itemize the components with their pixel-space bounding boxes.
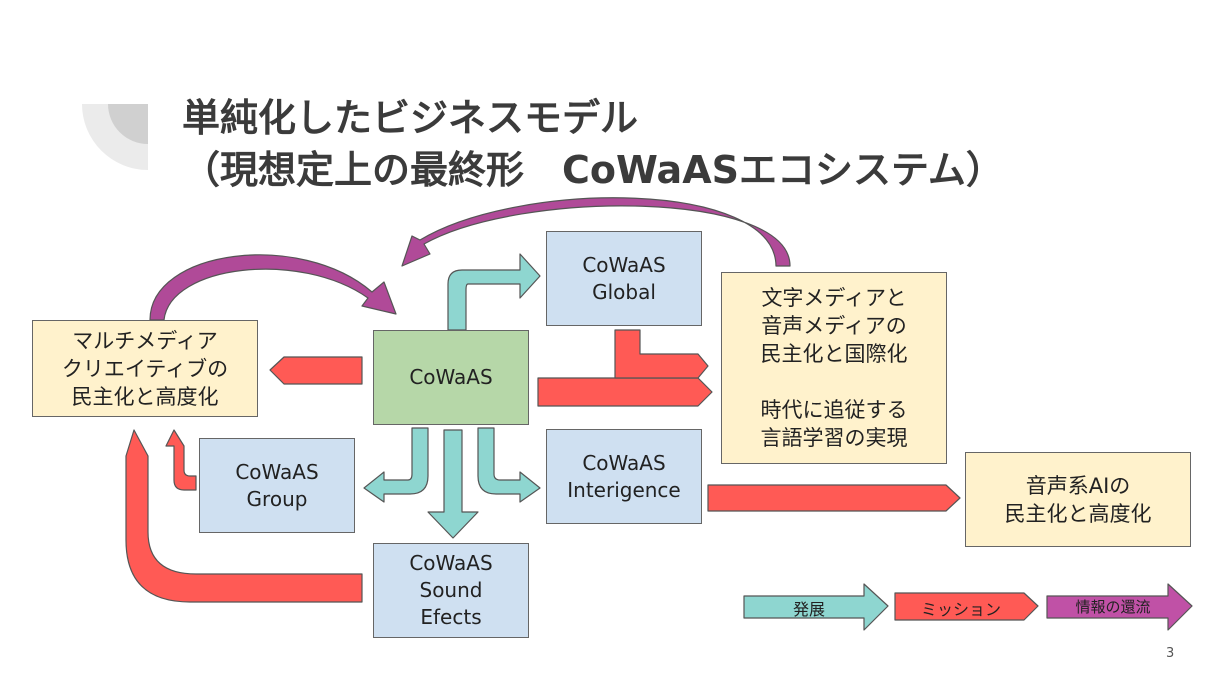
mission-arrow-text-audio <box>537 377 713 407</box>
development-arrow-global <box>447 253 541 331</box>
legend-development-arrow <box>743 583 889 631</box>
node-group: CoWaAS Group <box>199 438 355 533</box>
corner-decoration <box>82 104 148 170</box>
legend-mission-label: ミッション <box>920 600 1001 619</box>
mission-arrow-global-text <box>614 329 709 379</box>
title-line-1: 単純化したビジネスモデル <box>182 96 639 140</box>
node-global: CoWaAS Global <box>546 231 702 326</box>
title-line-2: （現想定上の最終形 CoWaASエコシステム） <box>182 148 1004 192</box>
development-arrow-sound <box>427 429 479 539</box>
mission-arrow-multimedia <box>269 356 363 385</box>
node-multimedia: マルチメディア クリエイティブの 民主化と高度化 <box>32 320 258 417</box>
page-number: 3 <box>1166 646 1175 661</box>
development-arrow-group <box>363 427 429 503</box>
info-return-arrow-top <box>401 197 791 267</box>
node-sound: CoWaAS Sound Efects <box>373 543 529 638</box>
slide-title: 単純化したビジネスモデル （現想定上の最終形 CoWaASエコシステム） <box>182 92 1004 196</box>
node-text-audio: 文字メディアと 音声メディアの 民主化と国際化 時代に追従する 言語学習の実現 <box>721 272 947 464</box>
legend-info-return-arrow <box>1046 583 1193 631</box>
mission-arrow-group-multimedia <box>165 429 197 491</box>
mission-arrow-voice-ai <box>707 484 961 512</box>
mission-arrow-sound-multimedia <box>125 429 363 603</box>
legend-mission-arrow <box>894 592 1039 621</box>
node-voice-ai: 音声系AIの 民主化と高度化 <box>965 452 1191 547</box>
legend-info-return-label: 情報の還流 <box>1075 598 1151 616</box>
node-core: CoWaAS <box>373 330 529 425</box>
node-intelligence: CoWaAS Interigence <box>546 429 702 524</box>
info-return-arrow-left <box>149 254 397 321</box>
development-arrow-intelligence <box>477 427 541 503</box>
legend-development-label: 発展 <box>792 600 825 619</box>
